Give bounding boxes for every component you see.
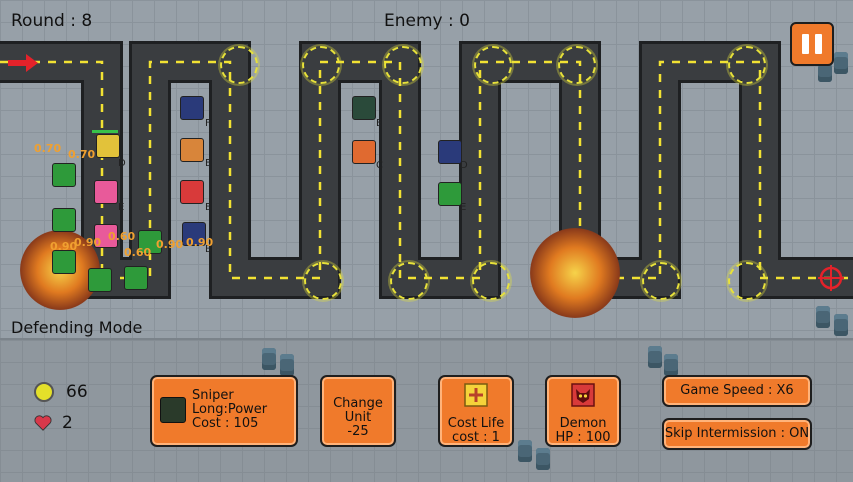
heart-icon <box>34 415 52 431</box>
barrel-decoration <box>648 346 662 368</box>
barrel-decoration <box>816 306 830 328</box>
barrel-decoration <box>536 448 550 470</box>
tower-unit[interactable] <box>438 182 462 206</box>
unit-grade-label: E <box>460 202 467 213</box>
tower-unit[interactable] <box>180 96 204 120</box>
plus-icon <box>464 383 488 407</box>
game-speed-button[interactable]: Game Speed : X6 <box>662 375 812 407</box>
coin-display: 66 <box>34 382 88 402</box>
barrel-decoration <box>664 354 678 376</box>
unit-health-bar <box>92 130 118 133</box>
sniper-range: Long:Power <box>192 402 268 417</box>
tower-unit[interactable] <box>94 224 118 248</box>
unit-grade-label: B <box>205 244 212 255</box>
buy-sniper-button[interactable]: Sniper Long:Power Cost : 105 <box>150 375 298 447</box>
change-unit-line2: Unit <box>344 410 372 425</box>
round-counter: Round : 8 <box>11 11 93 31</box>
yellow-aura-effect <box>728 46 766 84</box>
cost-life-cost: cost : 1 <box>452 430 500 445</box>
damage-number: 0.60 <box>108 230 136 243</box>
unit-grade-label: E <box>376 118 383 129</box>
enemy-green-creep <box>138 230 162 254</box>
damage-number: 0.70 <box>68 148 96 161</box>
spawn-arrow-icon <box>8 54 38 72</box>
yellow-aura-effect <box>220 46 258 84</box>
enemy-green-creep <box>52 208 76 232</box>
yellow-aura-effect <box>384 46 422 84</box>
unit-grade-label: D <box>460 160 468 171</box>
unit-grade-label: D <box>118 158 126 169</box>
skip-intermission-label: Skip Intermission : ON <box>664 426 810 441</box>
tower-unit[interactable] <box>182 222 206 246</box>
damage-number: 0.90 <box>74 236 102 249</box>
cost-life-button[interactable]: Cost Life cost : 1 <box>438 375 514 447</box>
cost-life-title: Cost Life <box>447 416 505 431</box>
tower-unit[interactable] <box>94 180 118 204</box>
demon-title: Demon <box>559 416 607 431</box>
unit-grade-label: E <box>205 202 212 213</box>
yellow-aura-effect <box>390 262 428 300</box>
barrel-decoration <box>280 354 294 376</box>
coin-icon <box>34 382 54 402</box>
damage-number: 0.60 <box>124 246 152 259</box>
unit-grade-label: E <box>118 202 125 213</box>
demon-button[interactable]: Demon HP : 100 <box>545 375 621 447</box>
enemy-green-creep <box>88 268 112 292</box>
tower-unit[interactable] <box>352 96 376 120</box>
yellow-aura-effect <box>472 262 510 300</box>
tower-unit[interactable] <box>438 140 462 164</box>
life-display: 2 <box>34 413 73 433</box>
skip-intermission-button[interactable]: Skip Intermission : ON <box>662 418 812 450</box>
sniper-cost: Cost : 105 <box>192 416 259 431</box>
goal-crosshair-icon <box>818 265 844 291</box>
demon-hp: HP : 100 <box>555 430 611 445</box>
yellow-aura-effect <box>728 262 766 300</box>
change-unit-line1: Change <box>333 396 383 411</box>
change-unit-cost: -25 <box>347 424 369 439</box>
damage-number: 0.90 <box>50 240 78 253</box>
barrel-decoration <box>262 348 276 370</box>
barrel-decoration <box>834 314 848 336</box>
unit-grade-label: F <box>205 118 211 129</box>
enemy-counter: Enemy : 0 <box>384 11 470 31</box>
coin-count: 66 <box>66 382 88 402</box>
mode-label: Defending Mode <box>11 318 143 337</box>
enemy-green-creep <box>52 163 76 187</box>
yellow-aura-effect <box>558 46 596 84</box>
game-speed-label: Game Speed : X6 <box>680 383 794 398</box>
yellow-aura-effect <box>474 46 512 84</box>
tower-unit[interactable] <box>180 138 204 162</box>
tower-unit[interactable] <box>352 140 376 164</box>
life-count: 2 <box>62 413 73 433</box>
barrel-decoration <box>518 440 532 462</box>
yellow-aura-effect <box>304 262 342 300</box>
damage-number: 0.70 <box>34 142 62 155</box>
yellow-aura-effect <box>302 46 340 84</box>
unit-grade-label: E <box>205 158 212 169</box>
unit-grade-label: C <box>376 160 383 171</box>
damage-number: 0.90 <box>156 238 184 251</box>
enemy-green-creep <box>52 250 76 274</box>
damage-number: 0.90 <box>186 236 214 249</box>
explosion-effect <box>530 228 620 318</box>
sniper-title: Sniper <box>192 388 234 403</box>
tower-unit[interactable] <box>180 180 204 204</box>
change-unit-button[interactable]: Change Unit -25 <box>320 375 396 447</box>
control-panel <box>0 338 853 482</box>
pause-icon <box>802 34 809 54</box>
tower-unit[interactable] <box>96 134 120 158</box>
battlefield: D E F E E B E C D E 0.70 0.70 0.60 0.90 … <box>0 0 853 338</box>
pause-button[interactable] <box>790 22 834 66</box>
enemy-green-creep <box>124 266 148 290</box>
barrel-decoration <box>834 52 848 74</box>
demon-face-icon <box>571 383 595 407</box>
sniper-unit-icon <box>160 397 186 423</box>
yellow-aura-effect <box>642 262 680 300</box>
